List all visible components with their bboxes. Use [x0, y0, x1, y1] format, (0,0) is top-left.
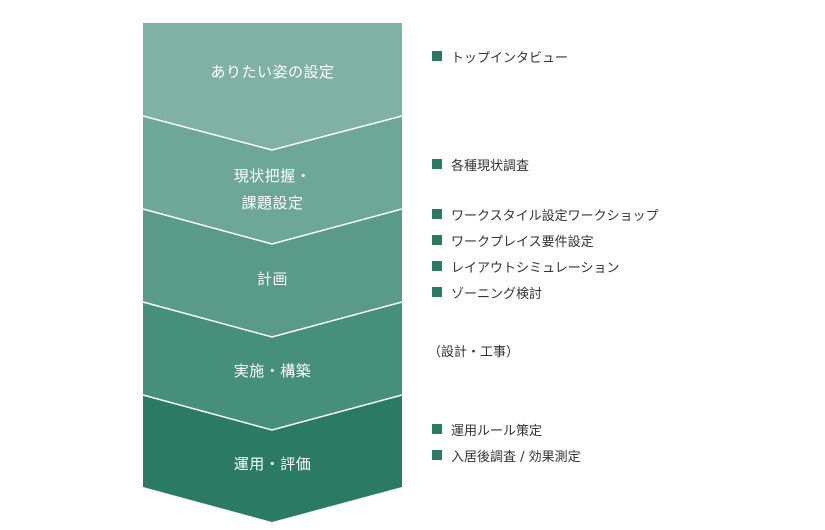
stage-5-shape — [143, 395, 402, 522]
square-bullet-icon — [432, 209, 442, 219]
note-text: 運用ルール策定 — [451, 423, 543, 439]
square-bullet-icon — [432, 261, 442, 271]
stage-2-label-line-1: 現状把握・ — [233, 167, 312, 185]
note-item: ワークプレイス要件設定 — [432, 227, 659, 253]
stage-5-label: 運用・評価 — [143, 451, 402, 478]
square-bullet-icon — [432, 159, 442, 169]
divider-1 — [142, 115, 403, 151]
note-item: 入居後調査 / 効果測定 — [432, 442, 581, 468]
stage-3-label-line: 計画 — [256, 270, 288, 288]
note-item: トップインタビュー — [432, 43, 568, 69]
square-bullet-icon — [432, 424, 442, 434]
note-text: レイアウトシミュレーション — [451, 260, 620, 276]
notes-group-5: 運用ルール策定 入居後調査 / 効果測定 — [432, 416, 581, 468]
stage-2-label: 現状把握・ 課題設定 — [143, 163, 402, 217]
notes-group-1: トップインタビュー — [432, 43, 568, 69]
stage-4-shape — [143, 302, 402, 430]
note-item: 各種現状調査 — [432, 151, 529, 177]
square-bullet-icon — [432, 450, 442, 460]
note-item: 運用ルール策定 — [432, 416, 581, 442]
note-item: レイアウトシミュレーション — [432, 253, 659, 279]
stage-1-shape — [143, 23, 402, 150]
note-item: ゾーニング検討 — [432, 279, 659, 305]
stage-4-label-line: 実施・構築 — [233, 362, 312, 380]
stage-3-shape — [143, 209, 402, 337]
stage-1-label-line: ありたい姿の設定 — [210, 63, 335, 81]
stage-3-label: 計画 — [143, 266, 402, 293]
notes-group-3: ワークスタイル設定ワークショップ ワークプレイス要件設定 レイアウトシミュレーシ… — [432, 201, 659, 305]
note-text: ゾーニング検討 — [451, 286, 543, 302]
note-text: トップインタビュー — [451, 50, 569, 66]
divider-4 — [142, 394, 403, 431]
stage-4-label: 実施・構築 — [143, 358, 402, 385]
note-text: ワークスタイル設定ワークショップ — [451, 208, 659, 224]
note-text: 入居後調査 / 効果測定 — [451, 449, 581, 465]
square-bullet-icon — [432, 51, 442, 61]
stage-1-label: ありたい姿の設定 — [143, 59, 402, 86]
square-bullet-icon — [432, 235, 442, 245]
note-item: ワークスタイル設定ワークショップ — [432, 201, 659, 227]
stage-2-label-line-2: 課題設定 — [241, 194, 304, 212]
notes-group-2: 各種現状調査 — [432, 151, 529, 177]
stage-5-label-line: 運用・評価 — [233, 455, 312, 473]
construction-note: （設計・工事） — [428, 345, 520, 360]
note-text: ワークプレイス要件設定 — [451, 234, 594, 250]
divider-3 — [142, 301, 403, 338]
divider-2 — [142, 208, 403, 245]
stage-2-shape — [143, 116, 402, 244]
square-bullet-icon — [432, 287, 442, 297]
note-text: 各種現状調査 — [451, 158, 530, 174]
